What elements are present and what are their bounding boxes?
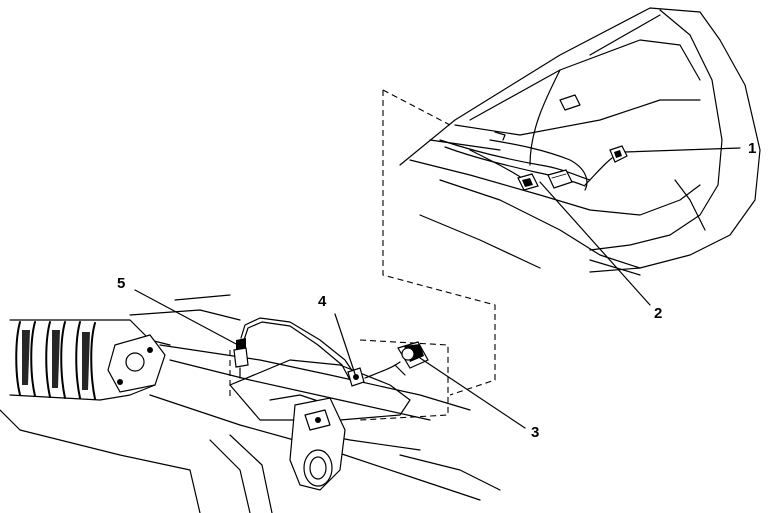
detail-enclosure-dashed [229, 89, 496, 421]
callout-leaders [134, 147, 741, 429]
callout-3: 3 [531, 424, 539, 441]
callout-2: 2 [654, 305, 662, 322]
floor-pan-detail [399, 7, 761, 276]
callout-5: 5 [117, 275, 125, 292]
callout-4: 4 [318, 293, 327, 310]
exhaust-underbody-detail [0, 294, 501, 513]
callout-1: 1 [748, 140, 756, 157]
